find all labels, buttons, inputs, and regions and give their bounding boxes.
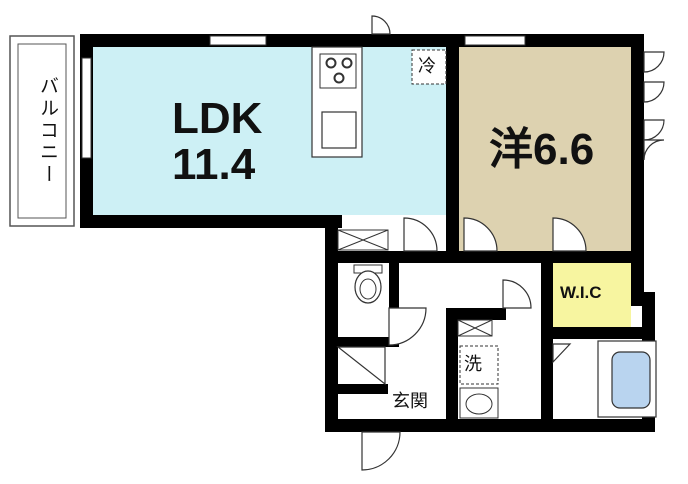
storage [337, 229, 493, 337]
balcony [9, 35, 75, 227]
western-room [459, 47, 631, 251]
fridge-space [411, 49, 447, 85]
stove-burner [325, 57, 337, 69]
washer-space [459, 345, 499, 385]
ldk-room [93, 47, 446, 215]
bathtub [611, 351, 651, 409]
wash-basin [459, 387, 499, 419]
stove-burner [341, 57, 353, 69]
wic-room [553, 263, 631, 327]
kitchen-sink [321, 111, 357, 149]
kitchen-counter [311, 46, 363, 158]
windows [81, 35, 526, 159]
toilet [353, 264, 383, 304]
doors [336, 15, 665, 471]
stove-burner [333, 72, 345, 84]
